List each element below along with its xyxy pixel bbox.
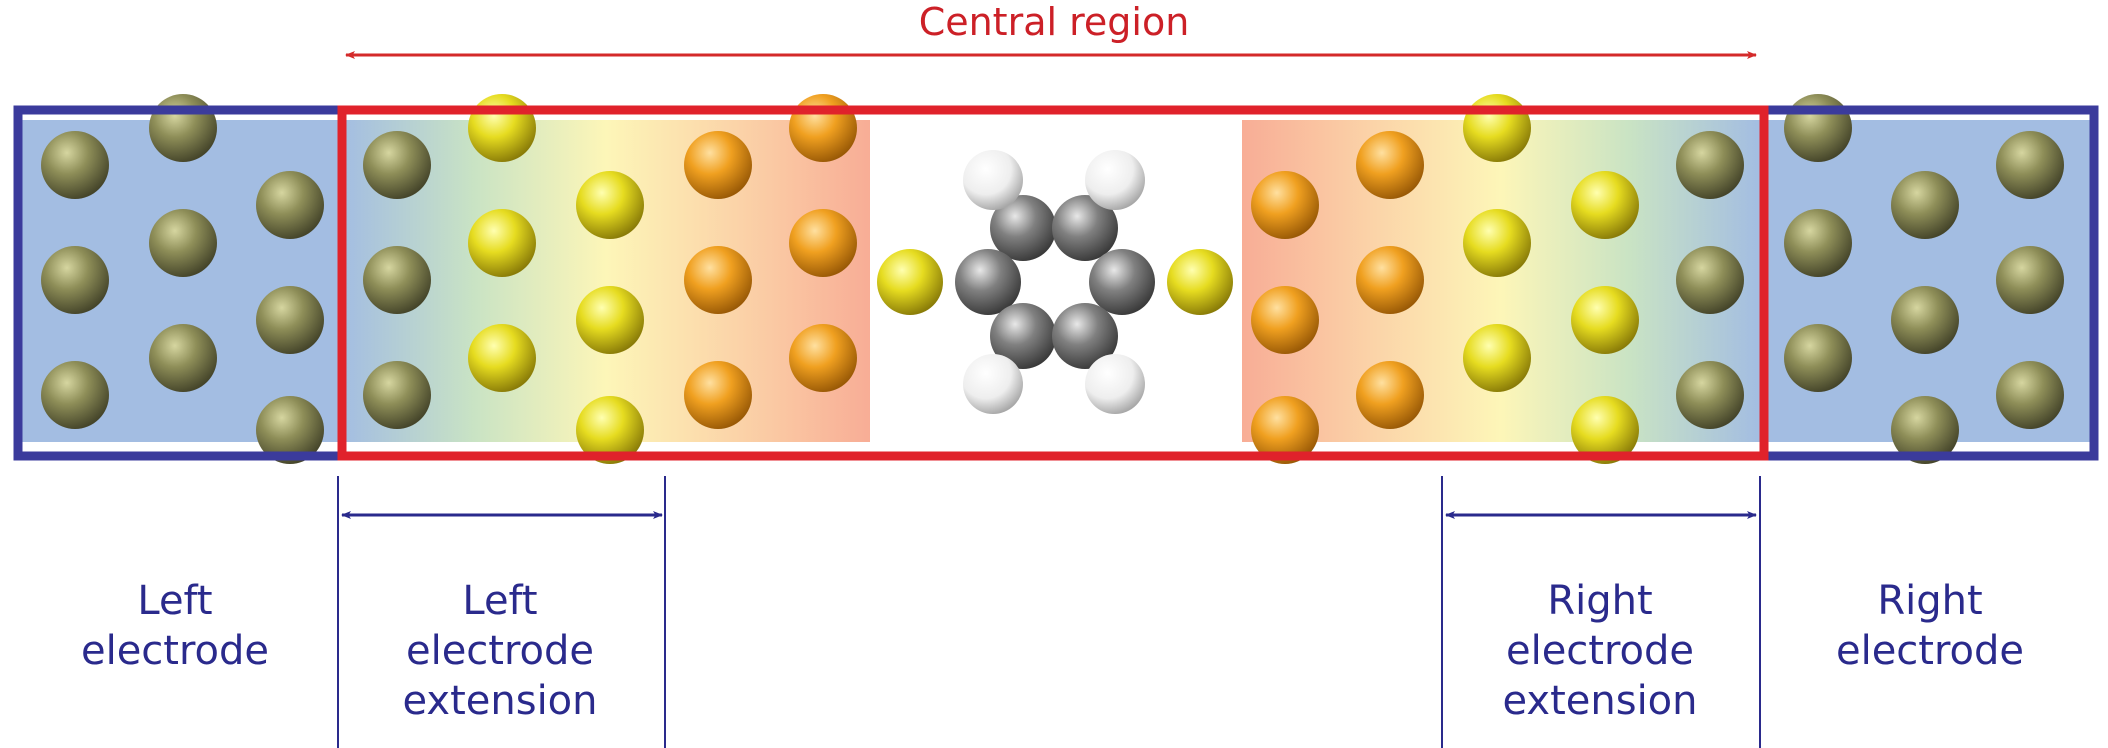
yellow-atom	[1167, 249, 1233, 315]
hydrogen-atom	[1085, 354, 1145, 414]
central-region-frame	[337, 105, 1769, 461]
yellow-atom	[1463, 324, 1531, 392]
yellow-atom	[576, 396, 644, 464]
left-electrode-label: Left electrode	[75, 576, 275, 676]
gold-atom	[1676, 246, 1744, 314]
orange-atom	[684, 361, 752, 429]
orange-atom	[1356, 246, 1424, 314]
gold-atom	[149, 324, 217, 392]
yellow-atom	[576, 171, 644, 239]
gold-atom	[149, 209, 217, 277]
left-extension-label: Left electrode extension	[400, 576, 600, 726]
yellow-atom	[1571, 171, 1639, 239]
yellow-atom	[468, 209, 536, 277]
carbon-atom	[1052, 303, 1118, 369]
yellow-atom	[468, 94, 536, 162]
gold-atom	[1996, 131, 2064, 199]
orange-atom	[789, 324, 857, 392]
gold-atom	[256, 396, 324, 464]
orange-atom	[684, 131, 752, 199]
gold-atom	[1784, 324, 1852, 392]
orange-atom	[684, 246, 752, 314]
yellow-atom	[877, 249, 943, 315]
gold-atom	[1784, 209, 1852, 277]
label-line: electrode	[1835, 628, 2025, 674]
yellow-atom	[1463, 94, 1531, 162]
label-line: Left	[137, 578, 213, 624]
hydrogen-atom	[1085, 150, 1145, 210]
gold-atom	[41, 246, 109, 314]
carbon-atom	[990, 195, 1056, 261]
hydrogen-atom	[963, 354, 1023, 414]
carbon-atom	[1052, 195, 1118, 261]
carbon-atom	[955, 249, 1021, 315]
gold-atom	[363, 131, 431, 199]
orange-atom	[789, 209, 857, 277]
orange-atom	[1251, 396, 1319, 464]
gold-atom	[1996, 361, 2064, 429]
label-line: electrode	[80, 628, 270, 674]
hydrogen-atom	[963, 150, 1023, 210]
yellow-atom	[1463, 209, 1531, 277]
label-line: Right	[1547, 578, 1653, 624]
right-electrode-label: Right electrode	[1830, 576, 2030, 676]
label-line: electrode	[405, 628, 595, 674]
gold-atom	[1676, 131, 1744, 199]
orange-atom	[1251, 171, 1319, 239]
carbon-atom	[1089, 249, 1155, 315]
gold-atom	[256, 286, 324, 354]
yellow-atom	[576, 286, 644, 354]
gold-atom	[1784, 94, 1852, 162]
gold-atom	[363, 246, 431, 314]
atom-layer	[41, 94, 2064, 464]
orange-atom	[1251, 286, 1319, 354]
right-extension-label: Right electrode extension	[1500, 576, 1700, 726]
gold-atom	[1891, 171, 1959, 239]
yellow-atom	[1571, 286, 1639, 354]
gold-atom	[1891, 396, 1959, 464]
yellow-atom	[468, 324, 536, 392]
orange-atom	[789, 94, 857, 162]
gold-atom	[1996, 246, 2064, 314]
yellow-atom	[1571, 396, 1639, 464]
label-line: extension	[402, 678, 598, 724]
orange-atom	[1356, 131, 1424, 199]
central-region-title: Central region	[918, 0, 1190, 44]
gold-atom	[41, 131, 109, 199]
gold-atom	[363, 361, 431, 429]
orange-atom	[1356, 361, 1424, 429]
gold-atom	[256, 171, 324, 239]
gold-atom	[149, 94, 217, 162]
gold-atom	[1676, 361, 1744, 429]
label-line: extension	[1502, 678, 1698, 724]
gold-atom	[41, 361, 109, 429]
gold-atom	[1891, 286, 1959, 354]
carbon-atom	[990, 303, 1056, 369]
label-line: electrode	[1505, 628, 1695, 674]
label-line: Left	[462, 578, 538, 624]
label-line: Right	[1877, 578, 1983, 624]
